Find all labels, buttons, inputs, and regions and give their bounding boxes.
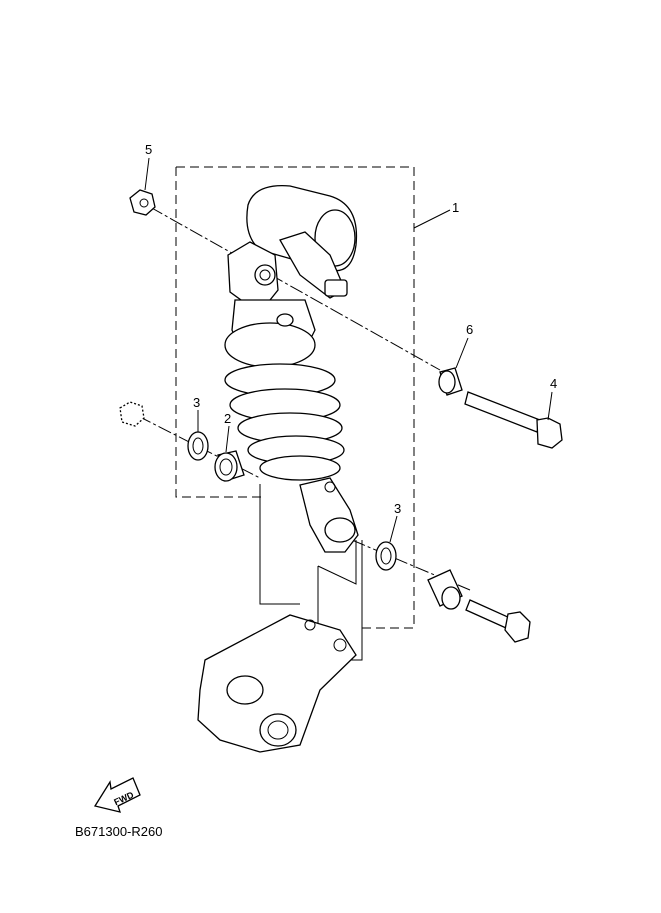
callout-3-left: 3: [193, 395, 201, 410]
upper-bolt-centerline: [149, 206, 441, 371]
relay-arm: [197, 614, 357, 753]
callout-4: 4: [550, 376, 558, 391]
nut-ghost: [119, 401, 145, 427]
lower-centerline-right: [351, 539, 471, 591]
link-guide-lines: [259, 484, 363, 661]
fwd-arrow-icon: [93, 777, 141, 813]
spring: [224, 363, 345, 481]
callout-6: 6: [466, 322, 474, 337]
reservoir: [246, 184, 358, 272]
diagram-code: B671300-R260: [75, 824, 163, 839]
oil-seal-part-3-right: [375, 541, 397, 571]
oil-seal-part-3-left: [187, 431, 209, 461]
collar-part-6: [438, 367, 463, 396]
bearing-part-2: [214, 450, 245, 482]
nut-part-5: [129, 189, 156, 216]
bolt-part-4: [464, 391, 563, 449]
callout-5: 5: [145, 142, 153, 157]
leader-lines: [144, 157, 553, 543]
callout-1: 1: [452, 200, 460, 215]
assembly-boundary: [175, 166, 415, 629]
callout-2: 2: [224, 411, 232, 426]
lower-collar: [427, 569, 463, 610]
callout-3-right: 3: [394, 501, 402, 516]
lower-bolt: [465, 599, 531, 643]
shock-body: [224, 231, 348, 368]
lower-eye: [299, 477, 359, 553]
